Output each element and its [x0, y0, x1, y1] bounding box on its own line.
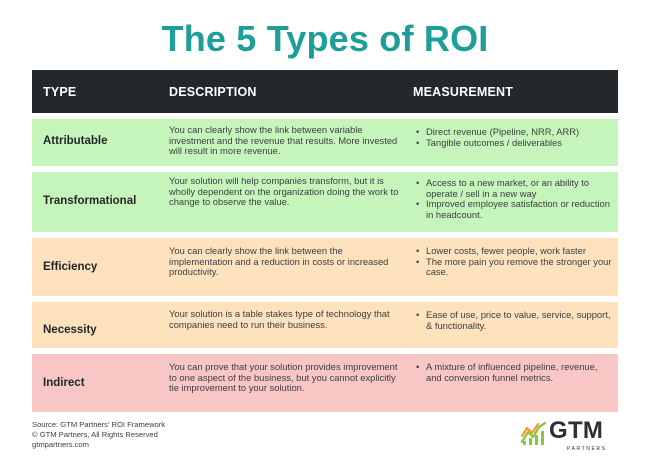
table-header: TYPE DESCRIPTION MEASUREMENT: [32, 70, 618, 113]
measurement-item: Tangible outcomes / deliverables: [415, 137, 613, 149]
measurement-item: Lower costs, fewer people, work faster: [415, 245, 613, 257]
row-type: Indirect: [43, 377, 85, 389]
measurement-item: Direct revenue (Pipeline, NRR, ARR): [415, 126, 613, 138]
row-measurement-list: Access to a new market, or an ability to…: [415, 177, 613, 220]
row-type: Necessity: [43, 324, 97, 336]
table-row: Transformational Your solution will help …: [32, 172, 618, 232]
row-description: Your solution is a table stakes type of …: [169, 308, 390, 330]
footer-copyright: © GTM Partners, All Rights Reserved: [32, 430, 158, 440]
row-type: Attributable: [43, 135, 108, 147]
header-measurement: MEASUREMENT: [413, 84, 514, 99]
measurement-item: The more pain you remove the stronger yo…: [415, 256, 613, 278]
roi-table: TYPE DESCRIPTION MEASUREMENT Attributabl…: [32, 70, 618, 412]
row-description: Your solution will help companies transf…: [169, 175, 399, 208]
measurement-item: Access to a new market, or an ability to…: [415, 177, 613, 199]
footer-source: Source: GTM Partners' ROI Framework: [32, 420, 166, 429]
measurement-item: Improved employee satisfaction or reduct…: [415, 198, 613, 220]
row-measurement-list: Ease of use, price to value, service, su…: [415, 309, 613, 331]
logo-tagline: PARTNERS: [567, 446, 607, 452]
measurement-item: Ease of use, price to value, service, su…: [415, 309, 613, 331]
row-measurement-list: A mixture of influenced pipeline, revenu…: [415, 361, 613, 383]
row-description: You can clearly show the link between va…: [169, 124, 398, 157]
header-description: DESCRIPTION: [169, 84, 257, 99]
growth-chart-icon: [520, 421, 547, 445]
row-description: You can clearly show the link between th…: [169, 245, 389, 278]
table-row: Efficiency You can clearly show the link …: [32, 238, 618, 296]
row-type: Efficiency: [43, 261, 98, 273]
table-row: Necessity Your solution is a table stakes…: [32, 302, 618, 348]
row-type: Transformational: [43, 195, 137, 207]
header-type: TYPE: [43, 84, 77, 99]
page-title: The 5 Types of ROI: [161, 18, 489, 59]
row-measurement-list: Direct revenue (Pipeline, NRR, ARR)Tangi…: [415, 126, 613, 149]
logo-wordmark: GTM: [549, 417, 604, 444]
footer-website: gtmpartners.com: [32, 440, 89, 450]
footer: Source: GTM Partners' ROI Framework © GT…: [32, 420, 165, 451]
table-row: Attributable You can clearly show the lin…: [32, 119, 618, 166]
gtm-logo: GTM PARTNERS: [520, 417, 620, 456]
row-description: You can prove that your solution provide…: [169, 361, 398, 394]
row-measurement-list: Lower costs, fewer people, work fasterTh…: [415, 245, 613, 278]
measurement-item: A mixture of influenced pipeline, revenu…: [415, 361, 613, 383]
table-row: Indirect You can prove that your solution…: [32, 354, 618, 412]
